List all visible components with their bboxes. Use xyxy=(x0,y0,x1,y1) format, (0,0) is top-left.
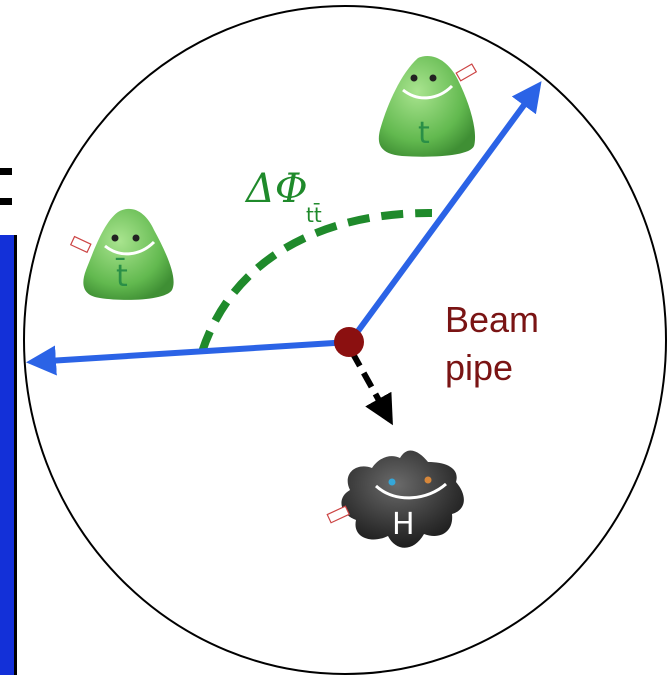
top-momentum-arrow xyxy=(347,81,542,344)
delta-phi-label: ΔΦ xyxy=(244,166,308,212)
top-quark-plush-icon: t xyxy=(378,56,478,157)
top-quark-label: t xyxy=(418,116,430,151)
antitop-momentum-arrow xyxy=(26,339,351,376)
antitop-quark-plush-icon: t̄ xyxy=(69,208,174,300)
higgs-label: H xyxy=(392,507,415,542)
higgs-momentum-arrow xyxy=(349,350,393,426)
higgs-plush-icon: H xyxy=(326,450,464,548)
side-mark-top xyxy=(0,168,12,175)
side-mark-bottom xyxy=(0,198,12,205)
side-panel xyxy=(0,235,14,675)
beam-pipe-dot xyxy=(334,327,364,357)
beam-label: Beam xyxy=(445,299,539,340)
detector-circle xyxy=(23,5,667,675)
antitop-quark-label: t̄ xyxy=(116,258,128,294)
delta-phi-subscript: tt̄ xyxy=(306,202,322,227)
side-panel-edge xyxy=(14,235,17,675)
delta-phi-arc xyxy=(198,208,433,354)
pipe-label: pipe xyxy=(445,347,513,388)
